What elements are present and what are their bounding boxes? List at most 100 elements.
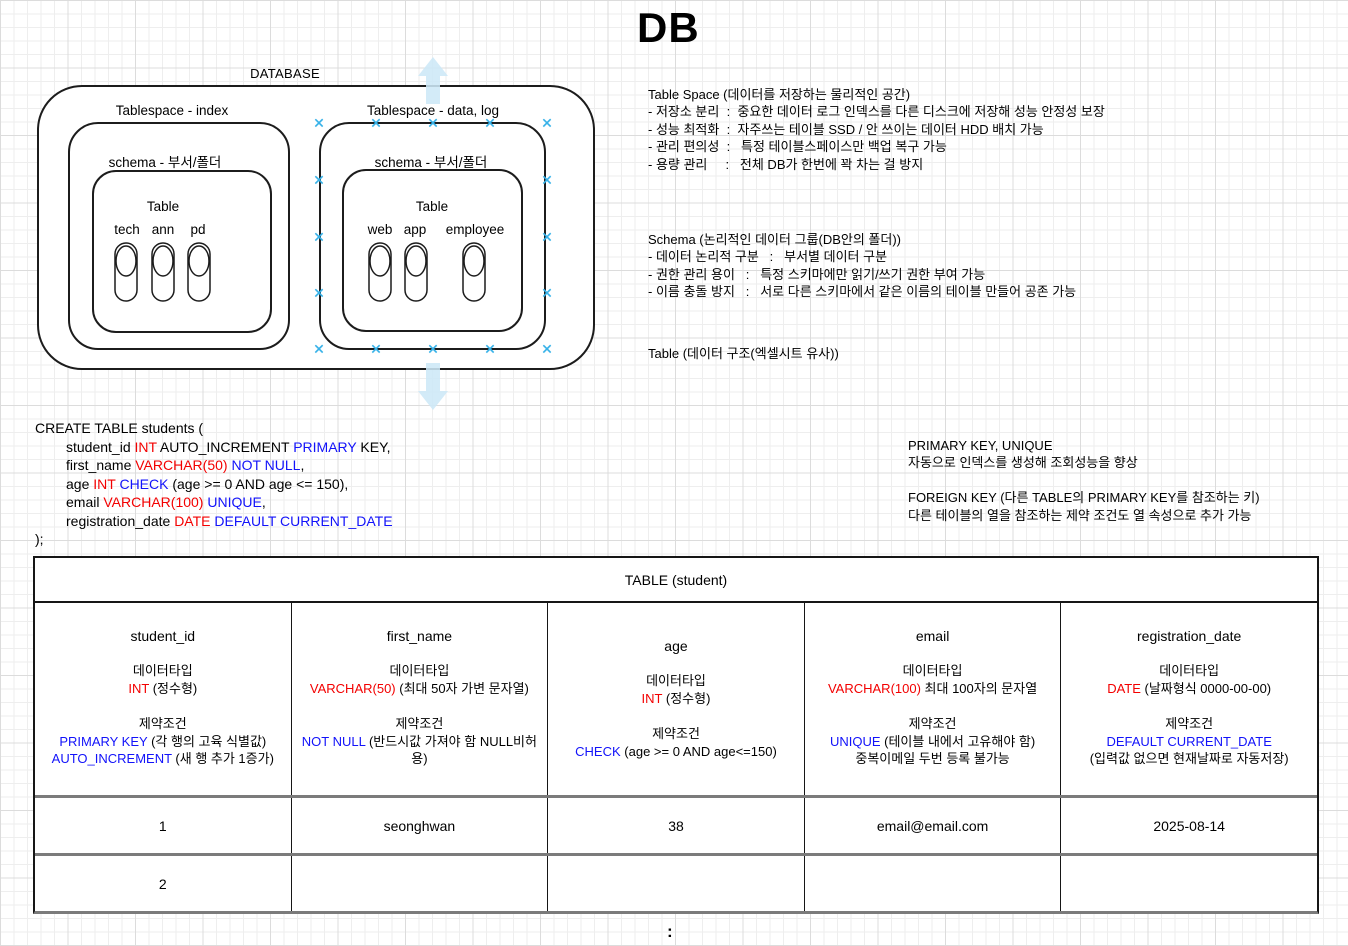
column-detail-line — [548, 707, 804, 725]
table-note[interactable]: Table (데이터 구조(엑셀시트 유사)) — [648, 346, 839, 361]
sql-line: first_name VARCHAR(50) NOT NULL, — [66, 457, 305, 473]
column-detail-line: 중복이메일 두번 등록 불가능 — [855, 751, 1010, 766]
table-cylinder-icon[interactable] — [368, 242, 392, 302]
selection-handle-icon[interactable]: ✕ — [427, 341, 439, 357]
column-detail-line: 제약조건 — [908, 716, 957, 731]
column-detail-line: VARCHAR(100) 최대 100자의 문자열 — [827, 680, 1038, 696]
column-detail-line: 데이터타입 — [902, 663, 963, 678]
table-cell: 1 — [35, 798, 292, 853]
table-cylinder-icon[interactable] — [151, 242, 175, 302]
column-detail-line: UNIQUE (테이블 내에서 고유해야 함) — [829, 733, 1036, 749]
keys-note[interactable]: PRIMARY KEY, UNIQUE 자동으로 인덱스를 생성해 조회성능을 향… — [908, 437, 1260, 524]
selection-handle-icon[interactable]: ✕ — [370, 115, 382, 131]
schema-label-left[interactable]: schema - 부서/폴더 — [108, 155, 222, 170]
column-detail-line: 데이터타입 — [132, 663, 193, 678]
selection-handle-icon[interactable]: ✕ — [541, 115, 553, 131]
note-line: - 이름 충돌 방지 : 서로 다른 스키마에서 같은 이름의 테이블 만들어 … — [648, 284, 1077, 300]
table-name-pd[interactable]: pd — [190, 222, 206, 237]
table-group-label-left[interactable]: Table — [146, 199, 180, 214]
note-line: - 데이터 논리적 구분 : 부서별 데이터 구분 — [648, 249, 888, 265]
selection-handle-icon[interactable]: ✕ — [541, 341, 553, 357]
selection-handle-icon[interactable]: ✕ — [541, 285, 553, 301]
column-detail-line: 데이터타입 — [389, 663, 450, 678]
table-row: 2 — [35, 853, 1317, 911]
page-title: DB — [637, 4, 700, 51]
column-detail-line — [805, 697, 1061, 715]
table-cell: seonghwan — [292, 798, 549, 853]
column-detail-line: 데이터타입 — [646, 673, 706, 688]
column-detail-line: DATE (날짜형식 0000-00-00) — [1107, 680, 1272, 696]
note-line: PRIMARY KEY, UNIQUE — [908, 438, 1053, 453]
note-line — [908, 472, 1260, 489]
arrow-down-icon[interactable] — [417, 363, 449, 410]
note-line: 자동으로 인덱스를 생성해 조회성능을 향상 — [908, 455, 1138, 471]
tablespace-note[interactable]: Table Space (데이터를 저장하는 물리적인 공간) - 저장소 분리 … — [648, 86, 1105, 173]
table-name-web[interactable]: web — [367, 222, 393, 237]
table-name-app[interactable]: app — [403, 222, 427, 237]
table-cylinder-icon[interactable] — [404, 242, 428, 302]
note-line: Schema (논리적인 데이터 그룹(DB안의 폴더)) — [648, 232, 901, 247]
note-line: Table Space (데이터를 저장하는 물리적인 공간) — [648, 87, 911, 102]
table-name-ann[interactable]: ann — [151, 222, 175, 237]
column-detail-line: INT (정수형) — [128, 680, 198, 696]
arrow-up-icon[interactable] — [417, 57, 449, 104]
schema-label-right[interactable]: schema - 부서/폴더 — [374, 155, 488, 170]
selection-handle-icon[interactable]: ✕ — [370, 341, 382, 357]
sql-line: registration_date DATE DEFAULT CURRENT_D… — [66, 512, 393, 529]
column-name: email — [915, 628, 950, 644]
selection-handle-icon[interactable]: ✕ — [484, 115, 496, 131]
database-label[interactable]: DATABASE — [250, 66, 320, 81]
note-line: - 관리 편의성 : 특정 테이블스페이스만 백업 복구 가능 — [648, 139, 947, 155]
sql-line: age INT CHECK (age >= 0 AND age <= 150), — [66, 475, 349, 492]
table-cylinder-icon[interactable] — [114, 242, 138, 302]
column-detail-line — [292, 697, 548, 715]
tablespace-index-label[interactable]: Tablespace - index — [115, 103, 229, 118]
selection-handle-icon[interactable]: ✕ — [313, 115, 325, 131]
selection-handle-icon[interactable]: ✕ — [541, 172, 553, 188]
more-rows-indicator: : — [667, 922, 673, 941]
selection-handle-icon[interactable]: ✕ — [427, 115, 439, 131]
schema-note[interactable]: Schema (논리적인 데이터 그룹(DB안의 폴더)) - 데이터 논리적 구… — [648, 231, 1076, 301]
column-name: student_id — [130, 628, 196, 644]
note-line: - 권한 관리 용이 : 특정 스키마에만 읽기/쓰기 권한 부여 가능 — [648, 266, 986, 282]
selection-handle-icon[interactable]: ✕ — [313, 285, 325, 301]
table-cylinder-icon[interactable] — [462, 242, 486, 302]
column-detail-line: 제약조건 — [1165, 716, 1214, 731]
table-name-tech[interactable]: tech — [114, 222, 140, 237]
student-table[interactable]: TABLE (student) student_id 데이터타입 INT (정수형)… — [33, 556, 1319, 914]
note-line: - 용량 관리 : 전체 DB가 한번에 꽉 차는 걸 방지 — [648, 156, 924, 172]
column-detail-line: (입력값 없으면 현재날짜로 자동저장) — [1089, 751, 1289, 766]
sql-line: email VARCHAR(100) UNIQUE, — [66, 494, 266, 510]
table-column-registration_date: registration_date 데이터타입 DATE (날짜형식 0000-00… — [1061, 603, 1317, 795]
note-line: 다른 테이블의 열을 참조하는 제약 조건도 열 속성으로 추가 가능 — [908, 507, 1252, 523]
selection-handle-icon[interactable]: ✕ — [313, 341, 325, 357]
note-line: FOREIGN KEY (다른 TABLE의 PRIMARY KEY를 참조하는… — [908, 490, 1260, 506]
column-detail-line: 데이터타입 — [1159, 663, 1220, 678]
create-table-sql[interactable]: CREATE TABLE students (student_id INT AU… — [35, 419, 393, 549]
column-detail-line: 제약조건 — [652, 726, 700, 741]
table-cell — [292, 856, 549, 911]
column-detail-line: AUTO_INCREMENT (새 행 추가 1증가) — [51, 751, 274, 766]
table-cell: 2 — [35, 856, 292, 911]
selection-handle-icon[interactable]: ✕ — [313, 229, 325, 245]
note-line: - 저장소 분리 : 중요한 데이터 로그 인덱스를 다른 디스크에 저장해 성… — [648, 104, 1105, 120]
column-name: registration_date — [1137, 628, 1242, 644]
selection-handle-icon[interactable]: ✕ — [484, 341, 496, 357]
table-group-label-right[interactable]: Table — [415, 199, 449, 214]
table-cell — [1061, 856, 1317, 911]
student-table-title: TABLE (student) — [35, 558, 1317, 603]
selection-handle-icon[interactable]: ✕ — [541, 229, 553, 245]
column-name: age — [664, 638, 688, 654]
tablespace-data-log-label[interactable]: Tablespace - data, log — [366, 103, 500, 118]
table-cylinder-icon[interactable] — [187, 242, 211, 302]
selection-handle-icon[interactable]: ✕ — [313, 172, 325, 188]
table-name-employee[interactable]: employee — [445, 222, 505, 237]
sql-line: ); — [35, 531, 44, 547]
note-line: - 성능 최적화 : 자주쓰는 테이블 SSD / 안 쓰이는 데이터 HDD … — [648, 121, 1044, 137]
